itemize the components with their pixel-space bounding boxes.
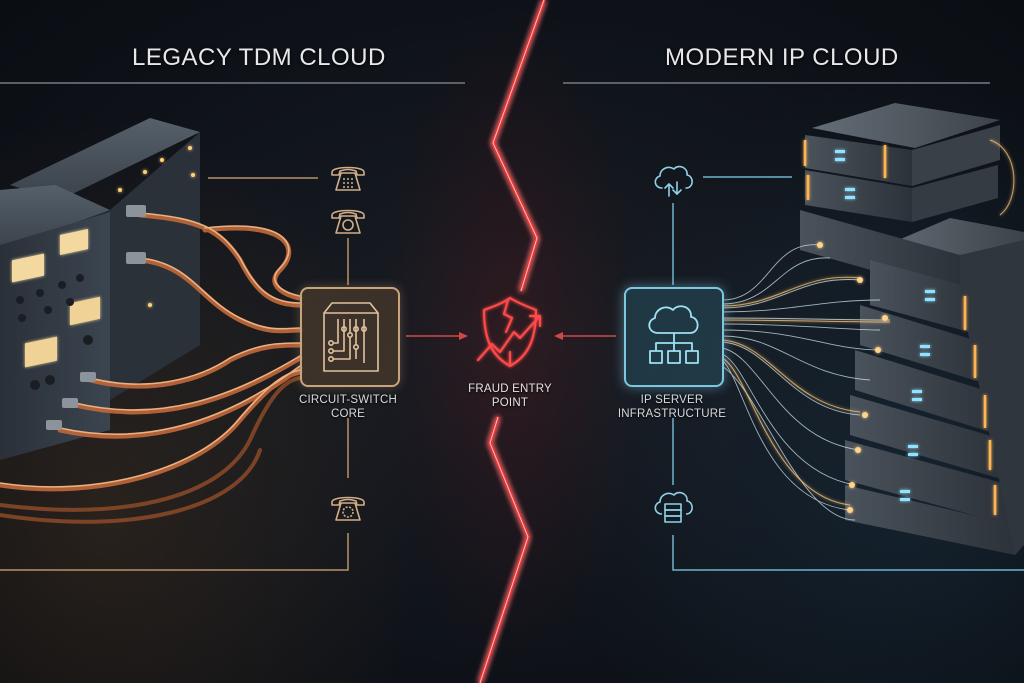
fraud-entry-point-label: FRAUD ENTRY POINT xyxy=(450,382,570,410)
label-line-2: POINT xyxy=(491,397,529,409)
modern-title-divider xyxy=(563,82,990,84)
circuit-board-box-icon xyxy=(323,302,379,372)
broken-shield-rising-arrow-icon xyxy=(476,296,542,368)
fraud-arrows xyxy=(406,332,616,340)
circuit-switch-core-label: CIRCUIT-SWITCH CORE xyxy=(288,393,408,421)
label-line-2: INFRASTRUCTURE xyxy=(617,408,727,420)
modern-section-title: MODERN IP CLOUD xyxy=(665,44,899,71)
legacy-section-title: LEGACY TDM CLOUD xyxy=(132,44,386,71)
legacy-connectors xyxy=(0,177,349,571)
legacy-title-divider xyxy=(0,82,465,84)
server-units xyxy=(800,210,1024,555)
legacy-equipment-racks xyxy=(0,118,303,524)
divider-glow xyxy=(380,0,640,683)
cloud-server-icon xyxy=(654,491,693,523)
ip-server-infrastructure-label: IP SERVER INFRASTRUCTURE xyxy=(604,393,740,421)
ip-server-stack xyxy=(721,103,1024,555)
ip-server-infrastructure-node xyxy=(624,287,724,387)
red-divider-line xyxy=(478,0,546,683)
label-line-1: IP SERVER xyxy=(640,394,704,406)
label-line-2: CORE xyxy=(330,408,366,420)
telephone-rotary-icon xyxy=(331,496,365,521)
circuit-switch-core-node xyxy=(300,287,400,387)
cloud-network-icon xyxy=(648,305,699,364)
cloud-sync-icon xyxy=(654,165,693,197)
label-line-1: CIRCUIT-SWITCH xyxy=(299,394,397,406)
modern-connectors xyxy=(672,176,1024,571)
telephone-keypad-icon xyxy=(331,166,365,191)
telephone-rotary-icon xyxy=(331,209,365,234)
label-line-1: FRAUD ENTRY xyxy=(468,383,552,395)
